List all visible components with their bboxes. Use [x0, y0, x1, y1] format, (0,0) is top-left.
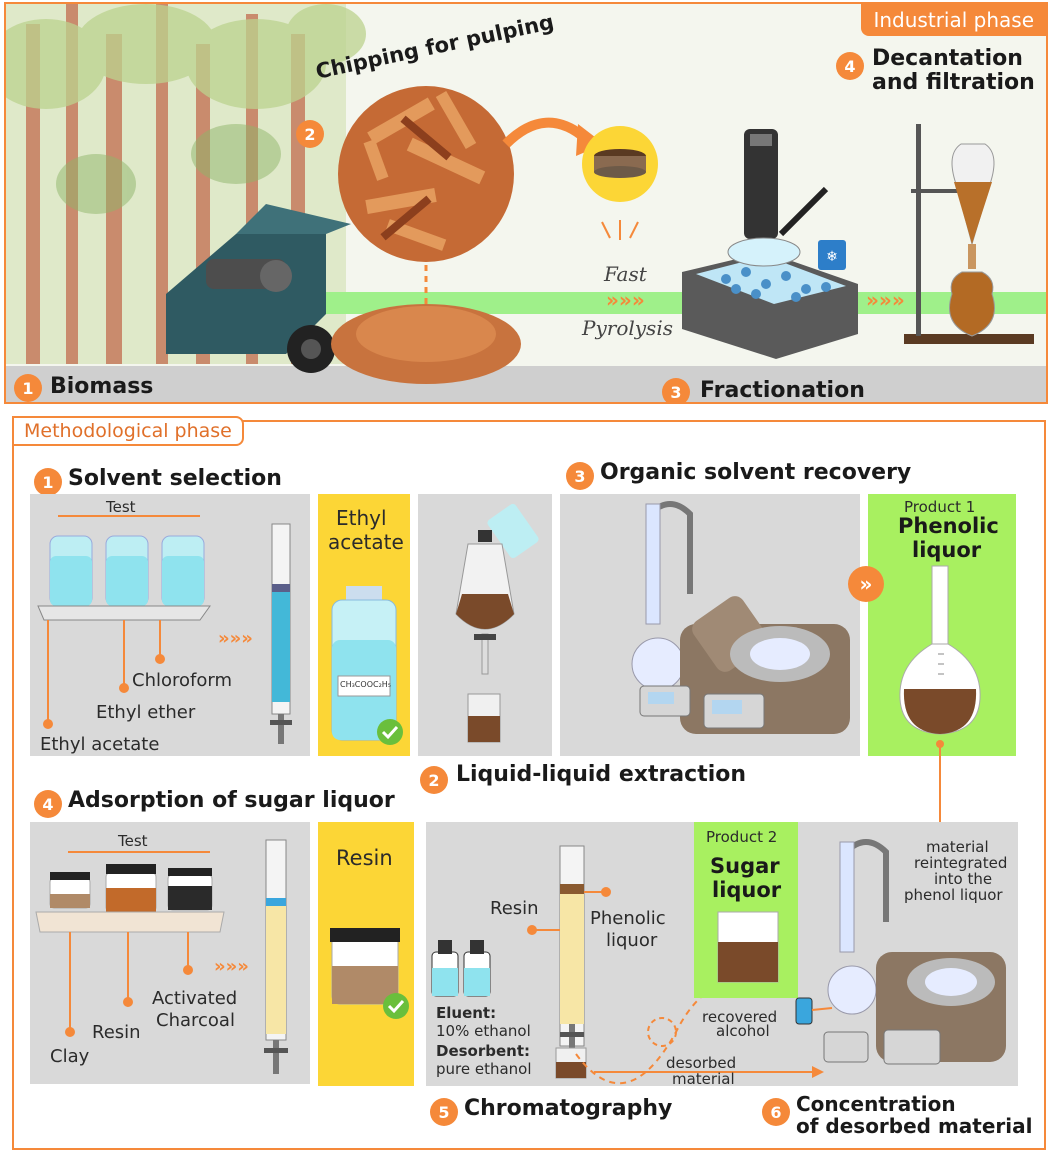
chrom-phenolic-line1: Phenolic: [590, 908, 666, 929]
sugar-beaker-icon: [717, 911, 779, 983]
concentration-title-line1: Concentration: [796, 1092, 956, 1116]
adsorbent-option-activated: Activated: [152, 988, 238, 1009]
rotary-evaporator-icon: [631, 501, 850, 734]
chipper-machine-icon: [166, 204, 351, 373]
desorbent-value: pure ethanol: [436, 1060, 532, 1078]
desorbed-line1: desorbed: [666, 1054, 737, 1072]
product2-name-line1: Sugar: [710, 854, 780, 878]
svg-text:»»»: »»»: [218, 628, 253, 649]
adsorption-title: Adsorption of sugar liquor: [68, 788, 395, 813]
separatory-funnel-icon: [904, 124, 1034, 344]
solvent-test-illustration: »»»: [37, 515, 292, 744]
step-number-solvent: 1: [34, 468, 62, 496]
rotary-evaporator-2-icon: [795, 839, 1006, 1065]
selected-adsorbent-label: Resin: [336, 846, 393, 870]
chevron-connector-icon: »: [848, 566, 884, 602]
chrom-resin-label: Resin: [490, 898, 539, 919]
test-column-icon: [270, 523, 292, 744]
adsorbent-test-label: Test: [118, 832, 148, 850]
step-number-fractionation: 3: [662, 378, 690, 402]
decantation-title-line1: Decantation: [872, 46, 1023, 71]
svg-text:❄: ❄: [826, 249, 838, 265]
solvent-option-ethyl-acetate: Ethyl acetate: [40, 734, 160, 755]
pyrolysis-label: Pyrolysis: [582, 316, 673, 340]
forest-illustration: ❄: [6, 4, 1046, 402]
svg-text:»»»: »»»: [214, 956, 249, 977]
product1-name-line1: Phenolic: [898, 514, 999, 538]
resin-jar-icon: [330, 928, 409, 1019]
adsorbent-option-resin: Resin: [92, 1022, 141, 1043]
selected-solvent-line1: Ethyl: [336, 506, 387, 530]
biomass-title: Biomass: [50, 374, 154, 399]
chromatography-column-icon: [555, 845, 587, 1079]
fast-label: Fast: [604, 262, 647, 286]
volumetric-flask-icon: [899, 565, 981, 735]
fractionation-apparatus-icon: ❄: [682, 129, 858, 359]
methodological-phase-tag: Methodological phase: [12, 416, 244, 446]
adsorption-column-icon: [264, 839, 288, 1074]
product1-label: Product 1: [904, 498, 976, 516]
band-arrows-left: »»»: [606, 288, 645, 312]
solvent-option-ethyl-ether: Ethyl ether: [96, 702, 196, 723]
industrial-phase-tag: Industrial phase: [861, 4, 1046, 36]
product2-name-line2: liquor: [712, 878, 782, 902]
recovery-title: Organic solvent recovery: [600, 460, 912, 485]
eluent-bottles-icon: [431, 940, 491, 997]
chrom-phenolic-line2: liquor: [606, 930, 658, 951]
reintegrated-line4: phenol liquor: [904, 886, 1003, 904]
fractionation-title: Fractionation: [700, 378, 865, 403]
ethyl-acetate-bottle-icon: [331, 586, 403, 745]
separatory-funnel-lle-icon: [455, 503, 539, 743]
reintegrated-line3: into the: [934, 870, 993, 888]
desorbent-label: Desorbent:: [436, 1042, 531, 1060]
selected-solvent-line2: acetate: [328, 530, 404, 554]
bottle-formula-label: CH₃COOC₂H₅: [340, 680, 392, 689]
biochar-bowl-icon: [582, 126, 658, 202]
solvent-option-chloroform: Chloroform: [132, 670, 232, 691]
reintegrated-line2: reintegrated: [914, 854, 1008, 872]
wood-chips-icon: [338, 86, 514, 262]
adsorbent-test-illustration: »»»: [35, 839, 288, 1074]
reintegrated-line1: material: [926, 838, 989, 856]
chromatography-title: Chromatography: [464, 1096, 673, 1121]
eluent-label: Eluent:: [436, 1004, 497, 1022]
solvent-selection-title: Solvent selection: [68, 466, 282, 491]
band-arrows-right: »»»: [866, 288, 905, 312]
industrial-phase-label: Industrial phase: [873, 8, 1034, 32]
industrial-phase-section: ❄ »»» »»» Fast Pyrolysis Industrial phas…: [4, 2, 1048, 404]
step-number-chipping: 2: [296, 120, 324, 148]
step-number-decantation: 4: [836, 52, 864, 80]
concentration-title-line2: of desorbed material: [796, 1114, 1033, 1138]
decantation-title-line2: and filtration: [872, 70, 1035, 95]
step-number-lle: 2: [420, 766, 448, 794]
step-number-concentration: 6: [762, 1098, 790, 1126]
adsorbent-option-charcoal: Charcoal: [156, 1010, 235, 1031]
step-number-adsorption: 4: [34, 790, 62, 818]
step-number-recovery: 3: [566, 462, 594, 490]
eluent-value: 10% ethanol: [436, 1022, 531, 1040]
step-number-biomass: 1: [14, 374, 42, 402]
recovered-line1: recovered: [702, 1008, 778, 1026]
recovered-line2: alcohol: [716, 1022, 770, 1040]
product2-label: Product 2: [706, 828, 778, 846]
product1-name-line2: liquor: [912, 538, 982, 562]
lle-title: Liquid-liquid extraction: [456, 762, 747, 787]
solvent-test-label: Test: [106, 498, 136, 516]
chromatography-illustration: [431, 822, 1006, 1085]
methodological-phase-label: Methodological phase: [24, 420, 232, 442]
methodological-phase-section: [12, 420, 1046, 1150]
adsorbent-option-clay: Clay: [50, 1046, 90, 1067]
desorbed-line2: material: [672, 1070, 735, 1088]
step-number-chromatography: 5: [430, 1098, 458, 1126]
solvent-bottles-icon: [37, 535, 211, 621]
adsorbent-test-panel: [30, 822, 310, 1084]
adsorbent-jars-icon: [35, 864, 225, 933]
